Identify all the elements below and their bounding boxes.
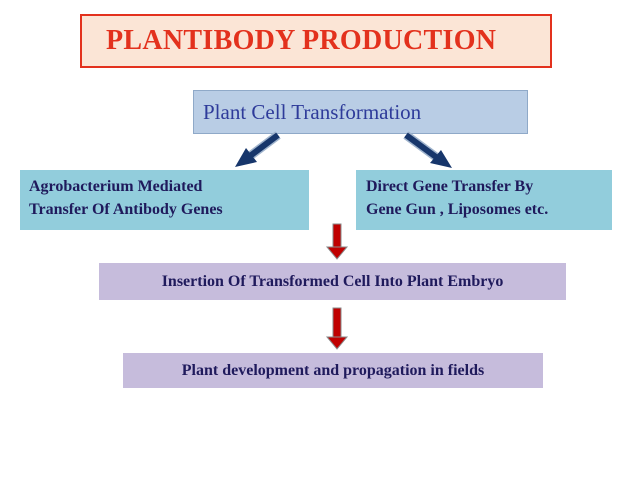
arrow-to-plant-development xyxy=(325,307,349,350)
agrobacterium-line-2: Transfer Of Antibody Genes xyxy=(29,201,223,218)
insertion-box: Insertion Of Transformed Cell Into Plant… xyxy=(99,263,566,300)
title-box: PLANTIBODY PRODUCTION xyxy=(80,14,552,68)
direct-gene-transfer-box: Direct Gene Transfer By Gene Gun , Lipos… xyxy=(356,170,612,230)
plant-development-label: Plant development and propagation in fie… xyxy=(181,361,485,379)
direct-gene-transfer-line-2: Gene Gun , Liposomes etc. xyxy=(366,201,549,218)
insertion-label: Insertion Of Transformed Cell Into Plant… xyxy=(161,272,504,290)
agrobacterium-transfer-box: Agrobacterium Mediated Transfer Of Antib… xyxy=(20,170,309,230)
agrobacterium-line-1: Agrobacterium Mediated xyxy=(29,178,203,195)
page-title: PLANTIBODY PRODUCTION xyxy=(106,25,497,56)
arrow-to-direct-gene-transfer xyxy=(403,131,452,168)
plant-cell-transformation-label: Plant Cell Transformation xyxy=(203,99,422,124)
arrow-to-insertion xyxy=(325,223,349,260)
direct-gene-transfer-line-1: Direct Gene Transfer By xyxy=(366,178,534,195)
plant-development-box: Plant development and propagation in fie… xyxy=(123,353,543,388)
plant-cell-transformation-box: Plant Cell Transformation xyxy=(193,90,528,134)
arrow-to-agrobacterium xyxy=(235,131,281,167)
